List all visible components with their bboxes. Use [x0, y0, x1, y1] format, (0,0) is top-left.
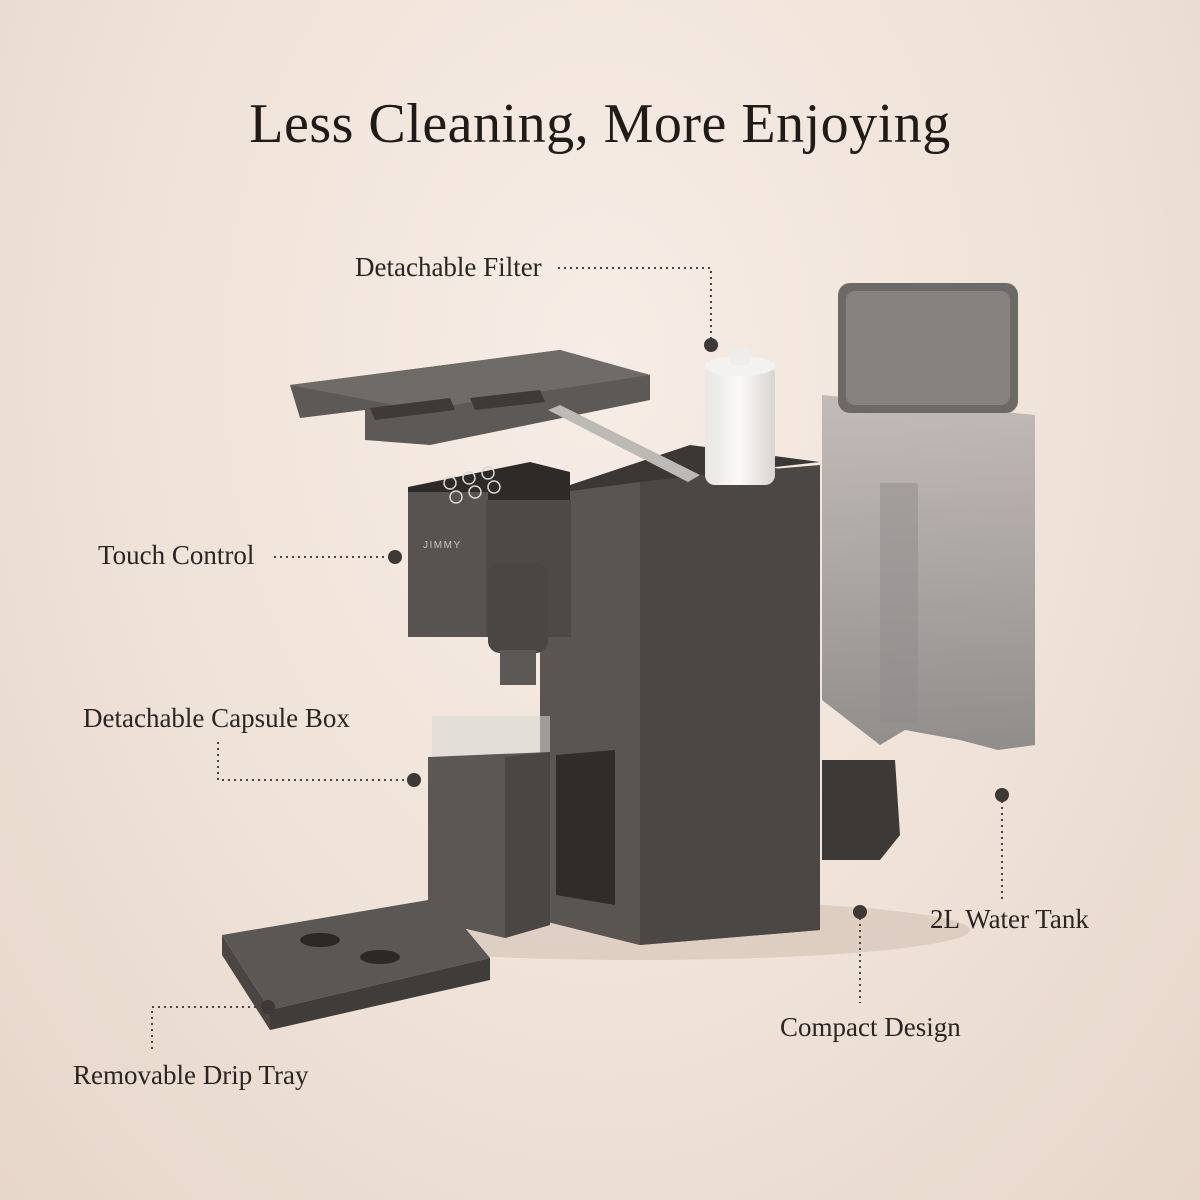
leader-capsule-box [217, 742, 412, 781]
tank-base-illustration [822, 760, 900, 860]
callout-dots [261, 338, 1009, 1014]
dot-drip-tray [261, 1000, 275, 1014]
page-title: Less Cleaning, More Enjoying [249, 93, 951, 155]
touch-panel-icons [443, 466, 501, 504]
callout-touch-control: Touch Control [98, 540, 255, 570]
dot-touch-control [388, 550, 402, 564]
callout-detachable-filter: Detachable Filter [355, 252, 542, 282]
brand-logo: JIMMY [423, 540, 462, 551]
callout-water-tank: 2L Water Tank [930, 904, 1089, 934]
leader-lines [151, 267, 1003, 1052]
callout-drip-tray: Removable Drip Tray [73, 1060, 309, 1090]
leader-detachable-filter [558, 267, 712, 343]
capsule-box-illustration [428, 716, 550, 938]
filter-cartridge-illustration [705, 347, 775, 485]
leader-drip-tray [151, 1006, 268, 1052]
callout-compact-design: Compact Design [780, 1012, 961, 1042]
callout-capsule-box: Detachable Capsule Box [83, 703, 350, 733]
dot-water-tank [995, 788, 1009, 802]
dot-detachable-filter [704, 338, 718, 352]
dot-compact-design [853, 905, 867, 919]
drip-tray-illustration [222, 898, 490, 1030]
machine-body-illustration [540, 405, 820, 945]
dot-capsule-box [407, 773, 421, 787]
control-head-illustration [408, 462, 571, 685]
top-lid-illustration [290, 350, 650, 445]
water-tank-illustration [822, 283, 1035, 750]
